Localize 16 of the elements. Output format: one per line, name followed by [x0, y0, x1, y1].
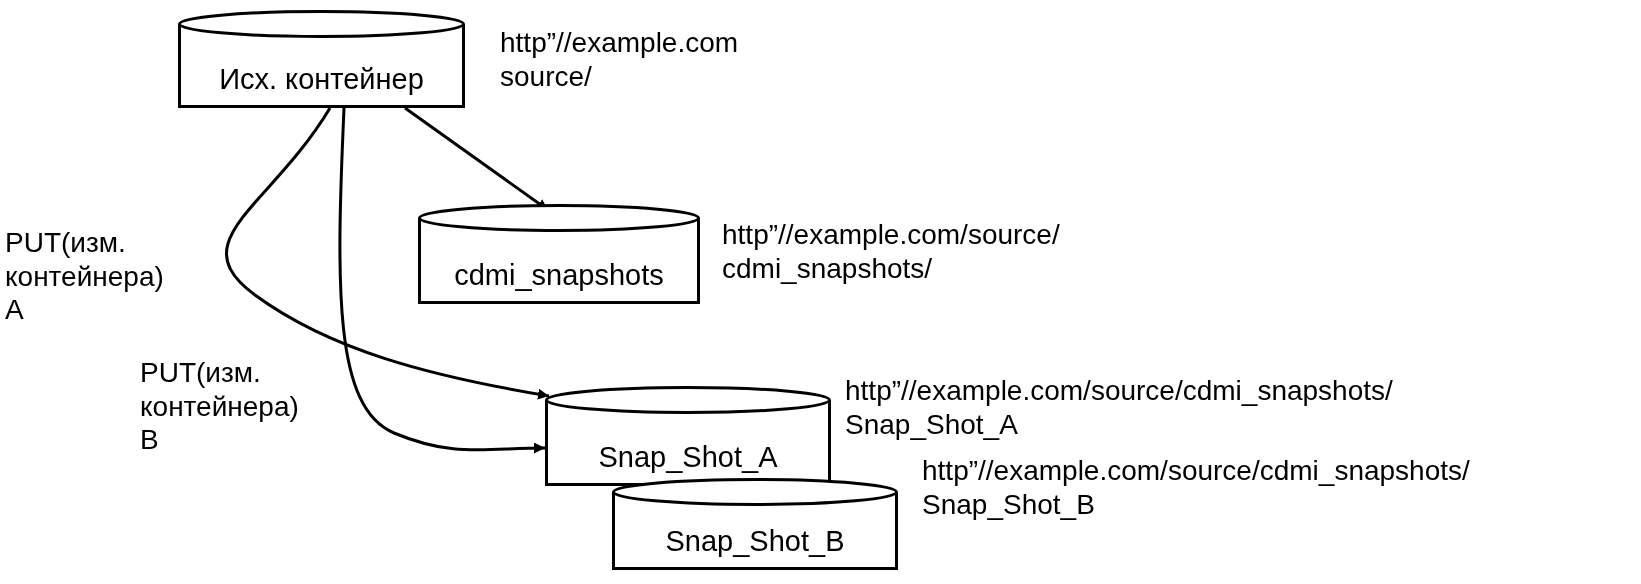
url-text: http”//example.com source/ — [500, 26, 739, 94]
url-text: http”//example.com/source/cdmi_snapshots/ Snap_Shot_B — [922, 454, 1470, 522]
storage-cylinder — [178, 10, 465, 108]
node-label: Исх. контейнер — [218, 63, 425, 96]
arrow — [338, 107, 546, 454]
node-label: Snap_Shot_A — [597, 441, 779, 474]
storage-cylinder — [612, 478, 898, 570]
url-text: http”//example.com/source/cdmi_snapshots/ Snap_Shot_A — [845, 374, 1393, 442]
node-label: Snap_Shot_B — [664, 525, 846, 558]
storage-cylinder — [418, 204, 700, 304]
node-label: cdmi_snapshots — [453, 259, 665, 292]
edge-label: PUT(изм. контейнера) B — [140, 356, 299, 457]
storage-cylinder — [545, 386, 831, 486]
arrow — [225, 107, 550, 400]
url-text: http”//example.com/source/ cdmi_snapshots/ — [722, 218, 1060, 286]
edge-label: PUT(изм. контейнера) A — [5, 226, 164, 327]
